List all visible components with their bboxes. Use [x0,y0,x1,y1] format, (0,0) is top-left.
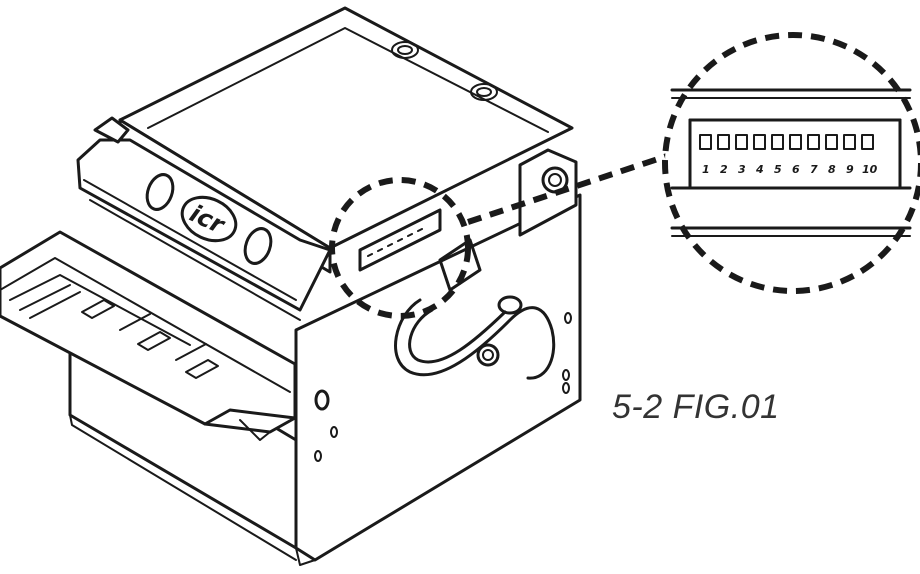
side-screw-1 [314,389,330,411]
dip-switch-2 [717,134,730,150]
dip-switch-8 [825,134,838,150]
dip-label-2: 2 [720,163,728,176]
dip-label-7: 7 [810,163,818,176]
paper-tray [0,230,297,441]
top-screw-hole-2 [470,83,498,101]
top-screw-hole-1 [391,41,419,59]
dip-label-8: 8 [828,163,836,176]
side-hole-5 [562,382,570,394]
dip-label-10: 10 [862,163,878,176]
detail-view [662,32,920,294]
dip-switch-3 [735,134,748,150]
dip-label-1: 1 [702,163,710,176]
highlight-circle [329,177,471,319]
cable-loop [394,238,556,380]
dip-switch-5 [771,134,784,150]
dip-switch-on-printer [358,208,442,272]
leader-line [467,152,671,225]
dip-label-3: 3 [738,163,746,176]
dip-switch-7 [807,134,820,150]
front-bezel: icr [76,116,332,321]
dip-switch-9 [843,134,856,150]
dip-switch-10 [861,134,874,150]
dip-label-5: 5 [774,163,782,176]
side-hole-2 [314,450,322,462]
dip-label-9: 9 [846,163,854,176]
side-hole-3 [564,312,572,324]
side-hole-4 [562,369,570,381]
dip-switch-cells [699,134,874,150]
dip-switch-6 [789,134,802,150]
dip-switch-1 [699,134,712,150]
dip-switch-4 [753,134,766,150]
dip-label-4: 4 [755,163,764,176]
figure-caption: 5-2 FIG.01 [612,388,780,426]
dip-switch-labels: 1 2 3 4 5 6 7 8 9 10 [702,163,878,176]
side-hole-1 [330,426,338,438]
side-bracket [518,148,578,237]
dip-label-6: 6 [792,163,800,176]
